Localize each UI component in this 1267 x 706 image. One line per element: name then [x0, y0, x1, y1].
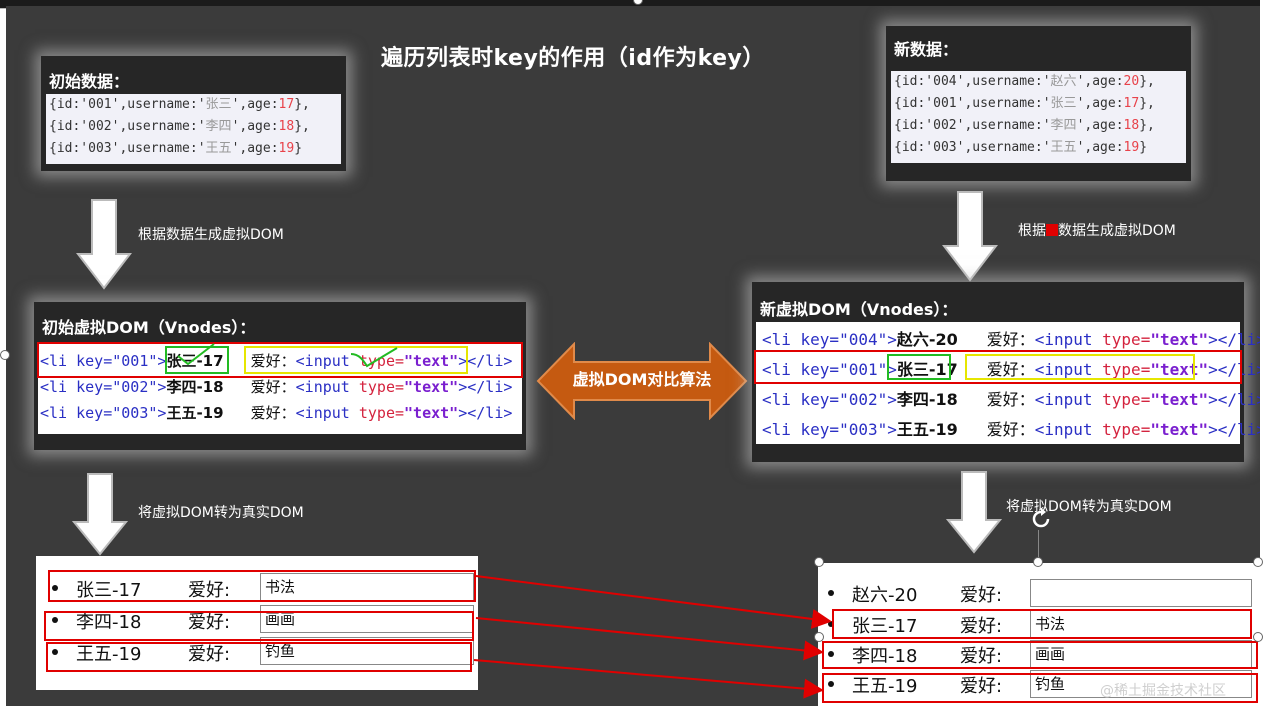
real-row-text: 李四-18 — [852, 646, 918, 667]
hobby-input[interactable]: 画画 — [1030, 640, 1252, 668]
real-row-hobby: 爱好: — [960, 616, 1003, 637]
list-bullet — [828, 590, 834, 596]
highlight-red-box — [754, 350, 1242, 384]
vnode-line: <li key="004">赵六-20 爱好：<input type="text… — [762, 330, 1260, 349]
initial-data-code: {id:'001',username:'张三',age:17}, {id:'00… — [46, 94, 341, 164]
checkmark-icon — [177, 343, 215, 366]
new-vdom-title: 新虚拟DOM（Vnodes）： — [760, 300, 958, 319]
real-row-text: 王五-19 — [76, 644, 142, 665]
down-arrow-icon — [72, 473, 128, 556]
real-row-text: 张三-17 — [852, 616, 918, 637]
real-row-hobby: 爱好: — [188, 580, 231, 601]
checkmark-icon — [350, 347, 398, 368]
new-data-line: {id:'004',username:'赵六',age:20}, — [894, 74, 1155, 89]
vnode-line: <li key="003">王五-19 爱好：<input type="text… — [40, 404, 513, 422]
vnode-line: <li key="002">李四-18 爱好：<input type="text… — [40, 378, 513, 396]
selection-line — [1038, 530, 1039, 560]
watermark: @稀土掘金技术社区 — [1100, 683, 1226, 699]
list-bullet — [52, 649, 58, 655]
to-real-dom-label-left: 将虚拟DOM转为真实DOM — [138, 505, 304, 521]
real-row-text: 赵六-20 — [852, 585, 918, 606]
new-data-line: {id:'003',username:'王五',age:19} — [894, 140, 1148, 155]
highlight-red-box — [37, 342, 523, 378]
list-bullet — [828, 651, 834, 657]
initial-vdom-title: 初始虚拟DOM（Vnodes）： — [42, 318, 256, 337]
real-row-text: 李四-18 — [76, 612, 142, 633]
initial-real-dom: 张三-17 爱好: 书法 李四-18 爱好: 画画 王五-19 爱好: 钓鱼 — [36, 556, 478, 690]
initial-data-line: {id:'002',username:'李四',age:18}, — [49, 119, 310, 134]
rotate-handle-icon[interactable] — [1028, 506, 1054, 532]
hobby-input[interactable]: 画画 — [260, 605, 474, 633]
vnode-line: <li key="001">张三-17 爱好：<input type="text… — [40, 352, 513, 370]
selection-handle[interactable] — [814, 557, 824, 567]
list-bullet — [52, 585, 58, 591]
highlight-red-box — [46, 642, 472, 672]
highlight-yellow-box — [965, 354, 1195, 380]
slide-canvas: 遍历列表时key的作用（id作为key） 初始数据： {id:'001',use… — [6, 6, 1260, 706]
selection-handle[interactable] — [0, 350, 10, 360]
down-arrow-icon — [946, 471, 1002, 554]
connector-arrows — [473, 575, 832, 699]
initial-vdom-panel: 初始虚拟DOM（Vnodes）： <li key="001">张三-17 爱好：… — [34, 302, 526, 450]
list-bullet — [828, 681, 834, 687]
real-row-hobby: 爱好: — [188, 612, 231, 633]
down-arrow-icon — [942, 191, 998, 282]
new-data-title: 新数据： — [894, 40, 959, 59]
real-row-hobby: 爱好: — [960, 646, 1003, 667]
highlight-red-box — [832, 609, 1252, 639]
new-data-panel: 新数据： {id:'004',username:'赵六',age:20}, {i… — [886, 26, 1191, 181]
real-row-text: 王五-19 — [852, 676, 918, 697]
highlight-red-box — [48, 570, 476, 602]
selection-handle[interactable] — [1253, 557, 1263, 567]
vnode-line: <li key="003">王五-19 爱好：<input type="text… — [762, 420, 1260, 439]
initial-vdom-code: <li key="001">张三-17 爱好：<input type="text… — [38, 342, 522, 434]
new-real-dom: 赵六-20 爱好: 张三-17 爱好: 书法 李四-18 爱好: 画画 王五-1… — [818, 563, 1260, 706]
real-row-hobby: 爱好: — [188, 644, 231, 665]
hobby-input[interactable] — [1030, 579, 1252, 607]
selection-handle[interactable] — [1253, 632, 1263, 642]
highlight-red-box — [44, 611, 474, 641]
to-real-dom-label-right: 将虚拟DOM转为真实DOM — [1006, 499, 1172, 515]
down-arrow-icon — [76, 199, 132, 290]
real-row-hobby: 爱好: — [960, 676, 1003, 697]
redacted-square — [1046, 224, 1058, 236]
highlight-yellow-box — [244, 346, 468, 374]
initial-data-panel: 初始数据： {id:'001',username:'张三',age:17}, {… — [41, 56, 346, 171]
slide-title: 遍历列表时key的作用（id作为key） — [381, 46, 765, 71]
real-row-hobby: 爱好: — [960, 585, 1003, 606]
generate-vdom-label-right: 根据数据生成虚拟DOM — [1018, 223, 1176, 239]
real-row-text: 张三-17 — [76, 580, 142, 601]
list-bullet — [52, 617, 58, 623]
new-data-line: {id:'002',username:'李四',age:18}, — [894, 118, 1155, 133]
initial-data-title: 初始数据： — [49, 72, 130, 91]
hobby-input[interactable]: 钓鱼 — [260, 637, 474, 665]
generate-vdom-label-left: 根据数据生成虚拟DOM — [138, 227, 284, 243]
highlight-green-box — [165, 346, 229, 374]
selection-handle[interactable] — [1033, 557, 1043, 567]
new-vdom-panel: 新虚拟DOM（Vnodes）： <li key="004">赵六-20 爱好：<… — [752, 282, 1260, 462]
new-data-code: {id:'004',username:'赵六',age:20}, {id:'00… — [891, 71, 1186, 163]
initial-data-line: {id:'001',username:'张三',age:17}, — [49, 97, 310, 112]
highlight-green-box — [887, 354, 951, 380]
compare-label: 虚拟DOM对比算法 — [572, 370, 712, 389]
vnode-line: <li key="002">李四-18 爱好：<input type="text… — [762, 390, 1260, 409]
selection-handle[interactable] — [814, 632, 824, 642]
new-data-line: {id:'001',username:'张三',age:17}, — [894, 96, 1155, 111]
compare-double-arrow-icon — [536, 342, 748, 420]
initial-data-line: {id:'003',username:'王五',age:19} — [49, 141, 303, 156]
